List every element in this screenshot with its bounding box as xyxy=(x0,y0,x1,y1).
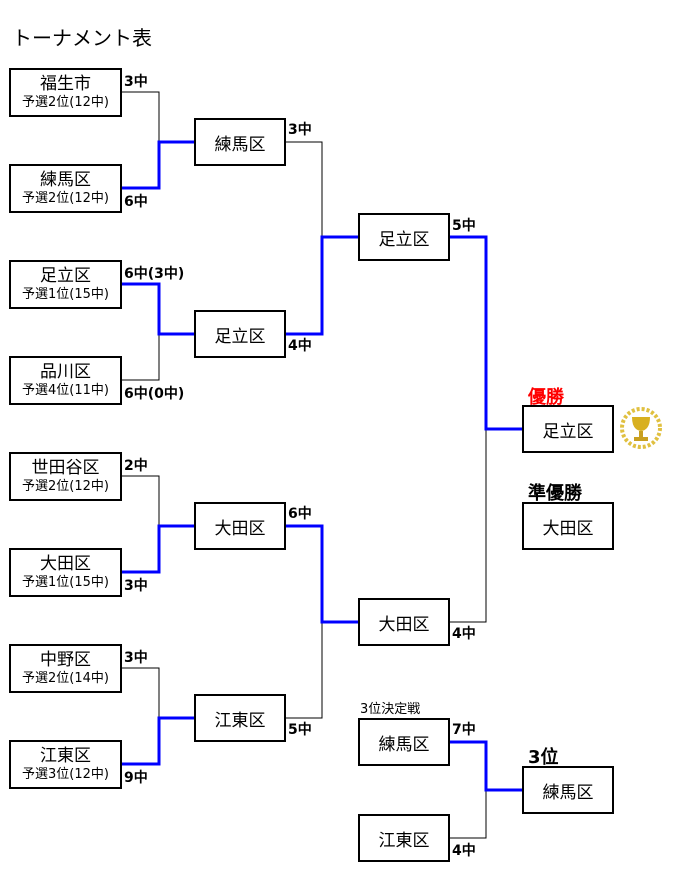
team-name: 福生市 xyxy=(40,74,91,94)
team-name: 足立区 xyxy=(40,266,91,286)
team-name: 江東区 xyxy=(40,746,91,766)
third-match-label: 3位決定戦 xyxy=(360,702,421,717)
bracket-line xyxy=(450,790,487,839)
trophy-icon xyxy=(620,407,662,449)
score: 3中 xyxy=(124,74,148,90)
score: 2中 xyxy=(124,458,148,474)
page-title: トーナメント表 xyxy=(12,26,152,50)
runner-up-box: 大田区 xyxy=(522,502,614,550)
team-box: 品川区予選4位(11中) xyxy=(9,356,122,405)
winner-line xyxy=(121,716,195,766)
team-name: 足立区 xyxy=(214,326,266,347)
winner-line xyxy=(121,282,195,336)
team-name: 練馬区 xyxy=(214,134,266,155)
score: 7中 xyxy=(452,722,476,738)
team-box: 足立区 xyxy=(194,310,286,358)
team-name: 練馬区 xyxy=(378,734,430,755)
score: 5中 xyxy=(452,218,476,234)
team-name: 世田谷区 xyxy=(31,458,100,478)
team-seed: 予選2位(12中) xyxy=(22,191,109,206)
bracket-line xyxy=(121,667,160,718)
team-seed: 予選3位(12中) xyxy=(22,767,109,782)
team-name: 足立区 xyxy=(542,421,594,442)
team-seed: 予選4位(11中) xyxy=(22,383,109,398)
winner-line xyxy=(450,235,522,431)
team-seed: 予選1位(15中) xyxy=(22,287,109,302)
third-box: 練馬区 xyxy=(522,766,614,814)
team-name: 足立区 xyxy=(378,229,430,250)
champion-box: 足立区 xyxy=(522,405,614,453)
team-name: 江東区 xyxy=(378,830,430,851)
score: 5中 xyxy=(288,722,312,738)
bracket-line xyxy=(121,475,160,526)
team-name: 江東区 xyxy=(214,710,266,731)
team-name: 品川区 xyxy=(40,362,91,382)
team-box: 大田区 xyxy=(194,502,286,550)
winner-line xyxy=(121,140,195,190)
team-seed: 予選2位(12中) xyxy=(22,95,109,110)
bracket-line xyxy=(285,141,323,237)
team-name: 練馬区 xyxy=(40,170,91,190)
score: 4中 xyxy=(452,843,476,859)
score: 3中 xyxy=(124,650,148,666)
winner-line xyxy=(285,524,358,624)
team-seed: 予選1位(15中) xyxy=(22,575,109,590)
team-name: 大田区 xyxy=(214,518,266,539)
team-seed: 予選2位(14中) xyxy=(22,671,109,686)
team-box: 江東区予選3位(12中) xyxy=(9,740,122,789)
score: 6中 xyxy=(124,194,148,210)
team-name: 中野区 xyxy=(40,650,91,670)
team-name: 大田区 xyxy=(542,518,594,539)
score: 4中 xyxy=(452,626,476,642)
score: 3中 xyxy=(288,122,312,138)
bracket-line xyxy=(450,429,487,623)
team-seed: 予選2位(12中) xyxy=(22,479,109,494)
team-box: 足立区予選1位(15中) xyxy=(9,260,122,309)
team-name: 大田区 xyxy=(40,554,91,574)
third-label: 3位 xyxy=(528,747,559,768)
team-name: 練馬区 xyxy=(542,782,594,803)
team-box: 世田谷区予選2位(12中) xyxy=(9,452,122,501)
team-box: 大田区 xyxy=(358,598,450,646)
score: 9中 xyxy=(124,770,148,786)
bracket-line xyxy=(121,334,160,381)
winner-line xyxy=(450,740,522,792)
bracket-line xyxy=(285,622,323,719)
team-box: 練馬区 xyxy=(358,718,450,766)
champion-label: 優勝 xyxy=(528,387,564,408)
team-name: 大田区 xyxy=(378,614,430,635)
score: 6中(3中) xyxy=(124,266,185,282)
team-box: 中野区予選2位(14中) xyxy=(9,644,122,693)
bracket-line xyxy=(121,91,160,142)
score: 4中 xyxy=(288,338,312,354)
runner-up-label: 準優勝 xyxy=(528,483,582,504)
team-box: 福生市予選2位(12中) xyxy=(9,68,122,117)
team-box: 大田区予選1位(15中) xyxy=(9,548,122,597)
score: 6中 xyxy=(288,506,312,522)
team-box: 練馬区 xyxy=(194,118,286,166)
winner-line xyxy=(121,524,195,574)
team-box: 練馬区予選2位(12中) xyxy=(9,164,122,213)
team-box: 足立区 xyxy=(358,213,450,261)
team-box: 江東区 xyxy=(358,814,450,862)
team-box: 江東区 xyxy=(194,694,286,742)
winner-line xyxy=(285,235,358,336)
score: 6中(0中) xyxy=(124,386,185,402)
score: 3中 xyxy=(124,578,148,594)
